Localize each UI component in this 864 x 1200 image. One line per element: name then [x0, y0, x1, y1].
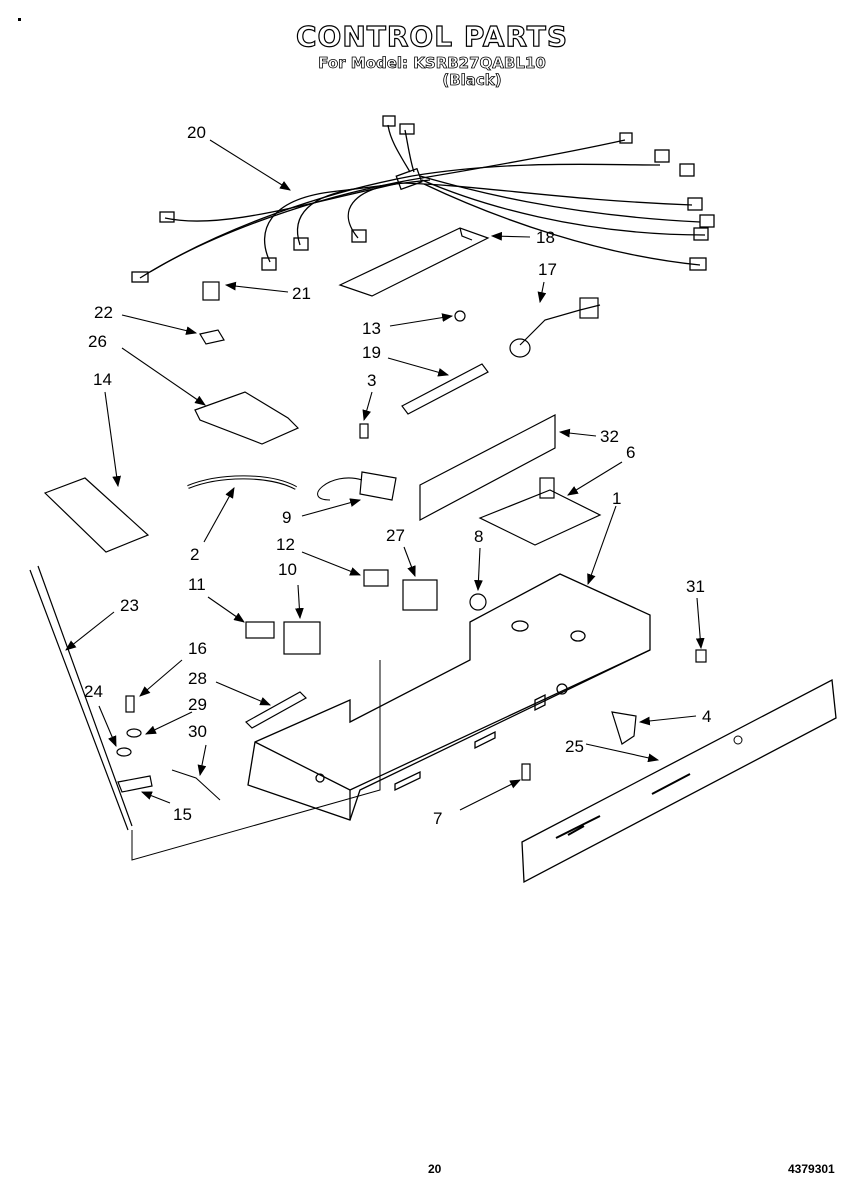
part-14-cover	[43, 477, 150, 553]
part-13-screw	[454, 310, 466, 322]
callout-25: 25	[565, 737, 584, 756]
callout-4: 4	[702, 707, 711, 726]
part-7-screw	[521, 763, 531, 781]
callout-12: 12	[276, 535, 295, 554]
callout-8: 8	[474, 527, 483, 546]
callout-29: 29	[188, 695, 207, 714]
part-6-board	[478, 489, 602, 546]
document-number: 4379301	[788, 1162, 835, 1176]
callout-3: 3	[367, 371, 376, 390]
part-24-washer	[116, 747, 132, 757]
callout-18: 18	[536, 228, 555, 247]
corner-mark	[18, 18, 21, 21]
callout-7: 7	[433, 809, 442, 828]
part-9-switch	[359, 471, 397, 501]
callout-31: 31	[686, 577, 705, 596]
callout-6: 6	[626, 443, 635, 462]
callout-13: 13	[362, 319, 381, 338]
part-12-clip	[363, 569, 389, 587]
part-17-cable	[519, 304, 601, 346]
model-line: For Model: KSRB27QABL10	[318, 54, 546, 73]
part-31-screw	[695, 649, 707, 663]
part-11-clip	[245, 621, 275, 639]
callout-10: 10	[278, 560, 297, 579]
part-29-washer	[126, 728, 142, 738]
page-number: 20	[428, 1162, 442, 1176]
control-housing	[247, 573, 651, 821]
callout-20: 20	[187, 123, 206, 142]
part-25-trim-panel	[521, 678, 837, 884]
part-28-strip	[245, 691, 307, 729]
wire-harness	[131, 115, 715, 283]
callout-17: 17	[538, 260, 557, 279]
part-21-clip	[202, 281, 220, 301]
callout-1: 1	[612, 489, 621, 508]
part-27-label	[402, 579, 438, 611]
callout-16: 16	[188, 639, 207, 658]
callout-32: 32	[600, 427, 619, 446]
part-23-rod	[29, 565, 133, 831]
callout-28: 28	[188, 669, 207, 688]
part-4-switch	[611, 711, 637, 745]
callout-24: 24	[84, 682, 103, 701]
part-16-screw	[125, 695, 135, 713]
part-8-knob	[469, 593, 487, 611]
callout-19: 19	[362, 343, 381, 362]
part-10-label	[283, 621, 321, 655]
callout-15: 15	[173, 805, 192, 824]
callout-30: 30	[188, 722, 207, 741]
callout-11: 11	[188, 575, 206, 594]
callout-22: 22	[94, 303, 113, 322]
callout-27: 27	[386, 526, 405, 545]
part-19-sensor	[401, 363, 489, 415]
part-22-bracket	[199, 329, 225, 345]
part-30-wire	[171, 769, 221, 801]
callout-2: 2	[190, 545, 199, 564]
callout-14: 14	[93, 370, 112, 389]
callout-26: 26	[88, 332, 107, 351]
part-3-screw	[359, 423, 369, 439]
part-26-cover	[194, 391, 300, 445]
part-32-label	[419, 414, 556, 521]
callout-9: 9	[282, 508, 291, 527]
callout-23: 23	[120, 596, 139, 615]
part-15-bracket	[117, 775, 153, 793]
callout-21: 21	[292, 284, 311, 303]
page-title: CONTROL PARTS	[295, 19, 569, 53]
part-18-shield	[338, 227, 490, 297]
color-line: (Black)	[442, 71, 502, 90]
